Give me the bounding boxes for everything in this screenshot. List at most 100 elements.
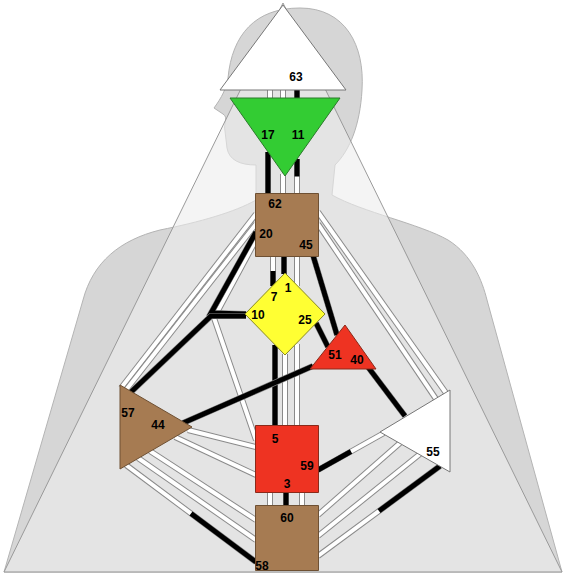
channel-outline xyxy=(318,224,436,399)
channel-outline xyxy=(265,152,271,194)
channel-body xyxy=(126,465,256,562)
center-shape xyxy=(380,390,450,472)
channel-line xyxy=(268,152,269,194)
channel-body xyxy=(318,466,440,556)
gate-number: 63 xyxy=(289,71,302,83)
channel-body xyxy=(368,367,405,416)
channel-line xyxy=(286,492,287,506)
gate-number: 62 xyxy=(268,198,281,210)
channel-outline xyxy=(126,465,256,562)
channel-outline xyxy=(126,224,256,390)
channel-body xyxy=(295,256,299,286)
channel-body xyxy=(121,214,256,388)
channel-line xyxy=(188,430,256,447)
channel-body xyxy=(318,224,436,399)
channel-body xyxy=(268,492,272,506)
channel-body xyxy=(188,430,256,447)
gate-number: 55 xyxy=(426,446,439,458)
channel-line xyxy=(284,256,285,274)
channel-outline xyxy=(138,458,256,540)
gate-number: 25 xyxy=(298,314,311,326)
defined-channel xyxy=(131,316,246,392)
center-shape xyxy=(256,194,319,257)
center-outline xyxy=(380,390,450,472)
gate-number: 40 xyxy=(350,354,363,366)
channel-body xyxy=(300,492,304,506)
channel-line xyxy=(297,159,298,194)
channel-body xyxy=(126,224,256,390)
gate-number: 60 xyxy=(280,512,293,524)
channel-group xyxy=(121,89,446,562)
channel-body xyxy=(150,451,256,520)
center-shape xyxy=(310,325,376,369)
center-outline xyxy=(310,325,376,369)
defined-channel xyxy=(318,466,440,556)
channel-body xyxy=(211,232,256,314)
gate-number: 51 xyxy=(328,349,341,361)
gate-number: 5 xyxy=(272,433,279,445)
center-shape xyxy=(256,426,319,493)
center-shape xyxy=(245,273,325,355)
channel-line xyxy=(318,466,440,556)
channel-outline xyxy=(150,451,256,520)
channel-line xyxy=(368,367,405,416)
channel-line xyxy=(316,323,328,347)
ajna-center: 1711 xyxy=(230,98,340,176)
channel-outline xyxy=(175,437,256,475)
channel-line xyxy=(211,232,256,314)
gate-number: 3 xyxy=(284,478,291,490)
channel-body xyxy=(318,433,384,470)
channel-line xyxy=(297,256,298,286)
defined-channel xyxy=(368,367,405,416)
solar-plexus-center: 55 xyxy=(380,390,450,472)
channel-body xyxy=(295,159,299,194)
channel-line xyxy=(285,354,286,426)
channel-body xyxy=(271,256,275,286)
channel-outline xyxy=(294,344,300,426)
channel-body xyxy=(131,316,246,392)
channel-line xyxy=(175,437,256,475)
gate-number: 58 xyxy=(255,560,268,572)
channel-outline xyxy=(267,492,273,506)
center-shape xyxy=(230,98,340,176)
channel-outline xyxy=(188,430,256,447)
defined-channel xyxy=(211,232,256,314)
center-outline xyxy=(230,98,340,176)
root-center: 60 58 xyxy=(255,505,319,571)
channel-line xyxy=(270,492,271,506)
channel-outline xyxy=(183,366,313,423)
channel-line xyxy=(297,344,298,426)
channel-outline xyxy=(282,354,288,426)
gate-number: 57 xyxy=(121,407,134,419)
channel-outline xyxy=(294,159,300,194)
channel-body xyxy=(281,174,285,194)
g-center: 171025 xyxy=(245,273,325,355)
center-shape xyxy=(120,385,192,469)
channel-outline xyxy=(280,174,286,194)
channel-body xyxy=(175,437,256,475)
defined-channel xyxy=(126,465,256,562)
channel-line xyxy=(283,174,284,194)
gate-number: 45 xyxy=(299,239,312,251)
center-shape xyxy=(220,5,346,90)
sacral-center: 5593 xyxy=(255,425,319,493)
defined-channel xyxy=(271,256,276,286)
spleen-center: 57 44 xyxy=(120,385,192,469)
channel-body xyxy=(138,458,256,540)
defined-channel xyxy=(284,492,289,506)
bodygraph-triangle xyxy=(4,3,562,572)
channel-line xyxy=(318,224,436,399)
heart-center: 51 40 xyxy=(310,325,376,369)
channel-line xyxy=(138,458,256,540)
channel-line xyxy=(121,214,256,388)
channel-line xyxy=(150,451,256,520)
defined-channel xyxy=(316,323,328,347)
channel-outline xyxy=(294,256,300,286)
channel-body xyxy=(183,366,313,423)
gate-number: 44 xyxy=(151,419,164,431)
channel-outline xyxy=(121,214,256,388)
channel-outline xyxy=(318,433,384,470)
channel-line xyxy=(126,465,256,562)
channel-outline xyxy=(270,256,276,286)
